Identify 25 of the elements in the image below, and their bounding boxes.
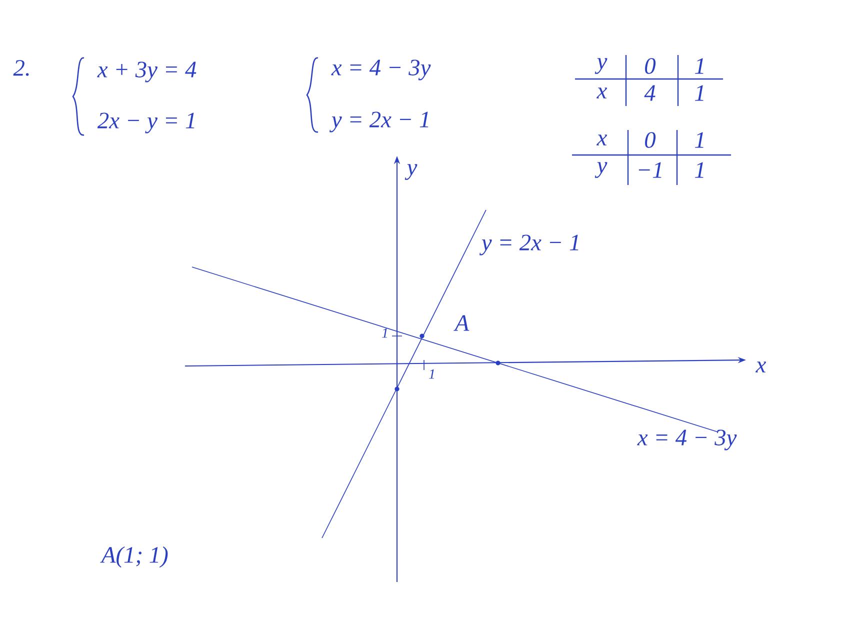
answer-text: A(1; 1) (100, 546, 168, 568)
equation: x = 4 − 3y (331, 60, 431, 80)
point-label: A (454, 315, 470, 331)
tick-label: 1 (429, 369, 434, 379)
table-entry: x (596, 88, 608, 98)
table-entry: 1 (694, 132, 704, 148)
table-entry: y (594, 58, 608, 74)
table-entry: 4 (644, 85, 656, 101)
table-entry: 0 (645, 132, 656, 148)
table-entry: 0 (645, 58, 656, 74)
table-entry: 1 (694, 58, 704, 74)
table-entry: y (594, 162, 608, 178)
line-label: y = 2x − 1 (479, 234, 578, 256)
axis-label: y (404, 164, 418, 180)
equation: 2x − y = 1 (97, 112, 194, 134)
table-entry: x (596, 134, 608, 146)
equation: y = 2x − 1 (329, 112, 428, 132)
equation: x + 3y = 4 (97, 62, 196, 82)
table-entry: −1 (638, 162, 662, 178)
tick-label: 1 (382, 328, 387, 338)
table-entry: 1 (694, 85, 704, 101)
table-entry: 1 (694, 162, 704, 178)
axis-label: x (756, 362, 766, 372)
problem-number: 2. (13, 60, 29, 76)
line-label: x = 4 − 3y (637, 430, 737, 450)
